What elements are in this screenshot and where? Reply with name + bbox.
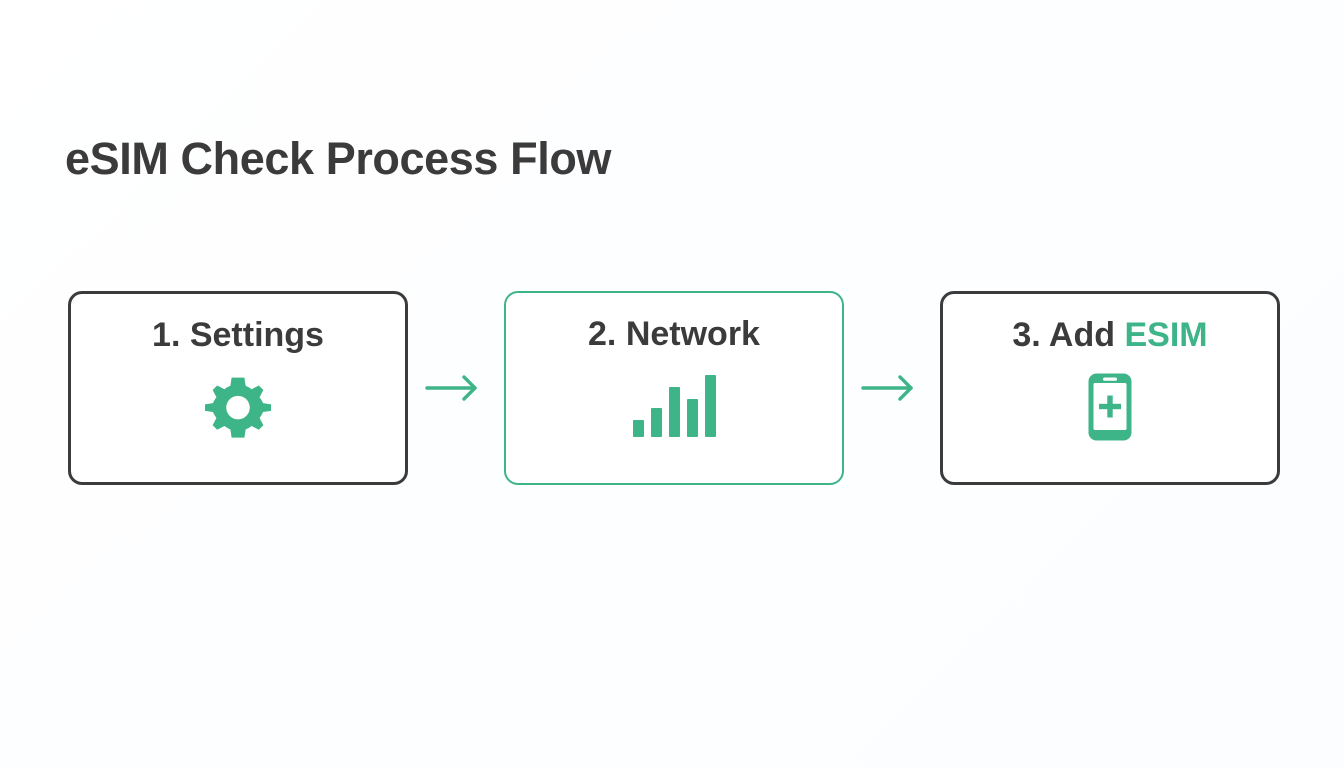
step-label-add-esim-plain: 3. Add [1012,316,1125,354]
step-label-add-esim: 3. Add ESIM [1012,316,1208,354]
signal-bar-1 [632,420,644,438]
phone-add-icon [1087,370,1133,444]
signal-bar-5 [704,375,716,438]
step-card-network[interactable]: 2. Network [504,291,844,485]
arrow-right-icon-2 [853,368,931,408]
gear-icon [205,370,271,444]
arrow-right-icon-1 [417,368,495,408]
page-title: eSIM Check Process Flow [65,133,612,184]
process-flow: 1. Settings 2. Network [68,289,1280,487]
step-label-settings: 1. Settings [152,316,324,354]
step-card-settings[interactable]: 1. Settings [68,291,408,485]
signal-bar-4 [686,398,698,438]
signal-bar-2 [650,407,662,438]
signal-bar-3 [668,386,680,438]
signal-bars-icon [632,369,716,443]
signal-bars [632,375,716,438]
step-label-add-esim-accent: ESIM [1124,316,1208,354]
step-card-add-esim[interactable]: 3. Add ESIM [940,291,1280,485]
step-label-network: 2. Network [588,315,760,353]
